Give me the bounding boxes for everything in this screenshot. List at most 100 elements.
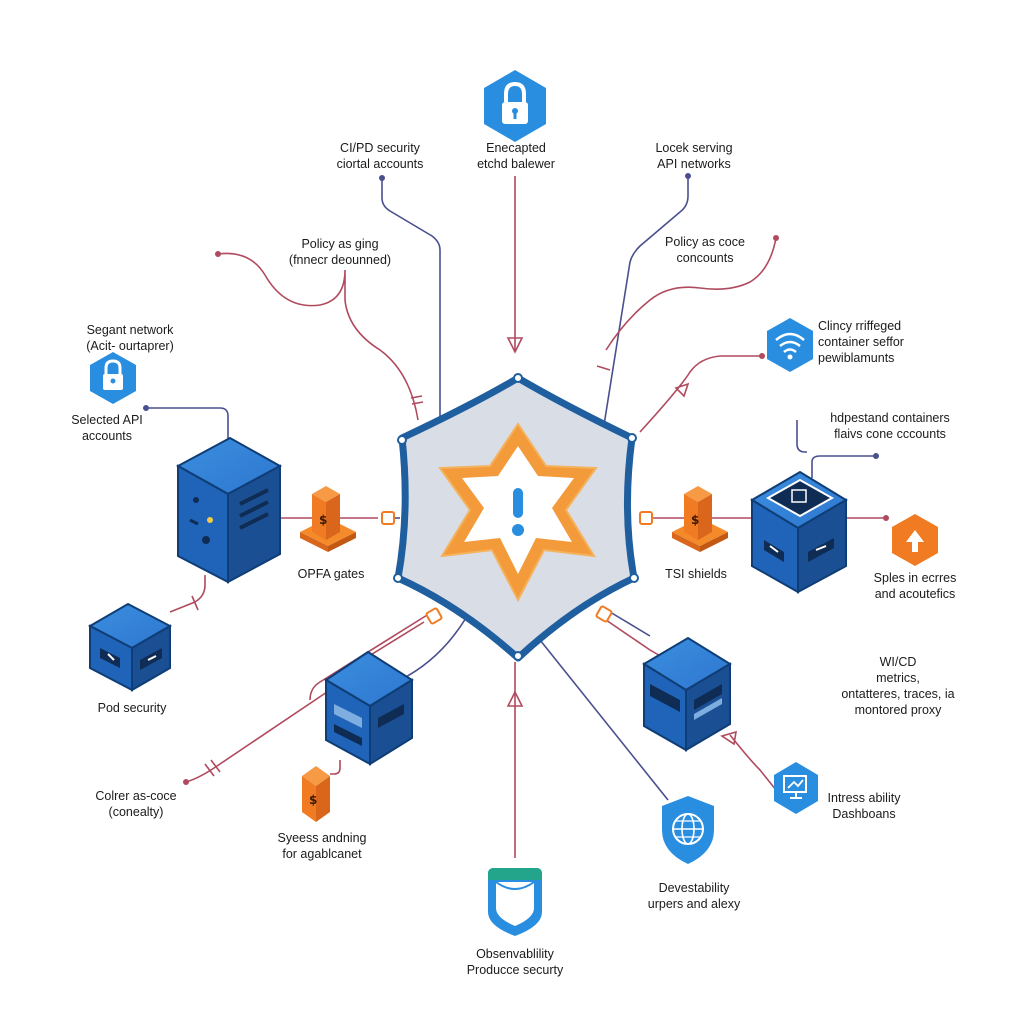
observability-badge-icon: [488, 868, 542, 936]
connector-clincy: [639, 355, 762, 433]
label-clincy-line2: container seffor: [818, 335, 904, 349]
label-observability-line1: Obsenvablility: [476, 947, 554, 961]
label-segment-line2: (Acit- ourtaprer): [86, 339, 174, 353]
hub-right-port: [639, 511, 653, 525]
node-selected-api: [143, 405, 149, 411]
label-sples: Sples in ecrres and acoutefics: [852, 570, 978, 602]
connector-hub-lower-left-c: [399, 617, 467, 681]
label-opa-line1: OPFA gates: [297, 567, 365, 581]
node-hdpestand: [873, 453, 879, 459]
tick-colrer: [204, 759, 221, 777]
node-colrer: [183, 779, 189, 785]
label-policy-code-line1: Policy as coce: [665, 235, 745, 249]
label-policy-code-line2: concounts: [676, 251, 734, 265]
connector-hub-lower-left: [309, 611, 433, 701]
hub-left-port: [381, 511, 395, 525]
label-cicd-line1: CI/PD security: [340, 141, 420, 155]
label-hdpestand: hdpestand containers flaivs cone cccount…: [812, 410, 968, 442]
connector-lines: [143, 173, 889, 858]
tick-policy-ging: [410, 395, 424, 405]
connector-cicd: [381, 178, 441, 430]
label-intress-line1: Intress ability: [827, 791, 901, 805]
hub-node-bottom: [513, 651, 523, 661]
padlock-icon: [484, 70, 546, 142]
label-policy-ging-line1: Policy as ging: [301, 237, 379, 251]
hub-node-tr: [627, 433, 637, 443]
label-wicd-line1: WI/CD: [879, 655, 917, 669]
label-wicd: WI/CD metrics, ontatteres, traces, ia mo…: [816, 654, 980, 718]
label-spess: Syeess andning for agablcanet: [254, 830, 390, 862]
connector-colrer: [185, 689, 331, 783]
label-pod-line1: Pod security: [97, 701, 167, 715]
label-spess-line1: Syeess andning: [277, 831, 367, 845]
globe-shield-icon: [662, 796, 714, 864]
server-rack-right-terminal: [750, 470, 848, 594]
dollar-gate-right: $: [672, 486, 728, 552]
label-policy-ging-line2: (fnnecr deounned): [288, 253, 392, 267]
label-clincy-line1: Clincy rriffeged: [818, 319, 902, 333]
server-rack-lower-right: [642, 636, 732, 752]
label-devestability-line2: urpers and alexy: [647, 897, 741, 911]
padlock-icon-left: [90, 352, 136, 404]
label-clincy-line3: pewiblamunts: [818, 351, 895, 365]
label-intress-line2: Dashboans: [832, 807, 896, 821]
connector-policy-ging: [217, 252, 419, 421]
node-clincy: [759, 353, 765, 359]
connector-intress: [729, 734, 777, 791]
label-selected-api-line1: Selected API: [71, 413, 143, 427]
label-cicd: CI/PD security ciortal accounts: [320, 140, 440, 172]
label-selected-api-line2: accounts: [81, 429, 133, 443]
exclamation-star-icon: [512, 488, 524, 536]
label-wicd-line4: montored proxy: [854, 703, 942, 717]
connector-policy-code: [605, 237, 777, 351]
label-selected-api: Selected API accounts: [52, 412, 162, 444]
connector-lock-serving: [603, 176, 689, 426]
tick-policy-code: [596, 365, 611, 371]
label-tsi: TSI shields: [656, 566, 736, 582]
central-hub: [381, 373, 653, 662]
hub-lower-right-port: [595, 605, 613, 623]
tick-server-down: [191, 595, 199, 611]
label-spess-line2: for agablcanet: [282, 847, 362, 861]
server-rack-lower-left: [324, 650, 414, 766]
label-policy-code: Policy as coce concounts: [640, 234, 770, 266]
connector-hdpestand: [796, 420, 807, 453]
label-wicd-line3: ontatteres, traces, ia: [841, 687, 955, 701]
hub-node-bl: [393, 573, 403, 583]
label-lock-serving-line2: API networks: [657, 157, 731, 171]
label-lock-serving-line1: Locek serving: [655, 141, 733, 155]
label-encrypted-line2: etchd balewer: [477, 157, 555, 171]
svg-text:$: $: [691, 513, 699, 527]
server-rack-pod: [87, 602, 173, 692]
label-lock-serving: Locek serving API networks: [632, 140, 756, 172]
dollar-gate-lower: $: [302, 766, 330, 822]
svg-text:$: $: [319, 513, 327, 527]
label-colrer-line1: Colrer as-coce: [95, 789, 177, 803]
connector-server-down: [169, 575, 206, 613]
label-hdpestand-line2: flaivs cone cccounts: [834, 427, 946, 441]
label-colrer-line2: (conealty): [108, 805, 164, 819]
label-devestability-line1: Devestability: [658, 881, 730, 895]
label-pod: Pod security: [80, 700, 184, 716]
arrow-encrypted: [506, 337, 524, 354]
label-policy-ging: Policy as ging (fnnecr deounned): [270, 236, 410, 268]
label-colrer: Colrer as-coce (conealty): [76, 788, 196, 820]
connector-selected-api: [146, 407, 229, 440]
label-opa: OPFA gates: [286, 566, 376, 582]
label-wicd-line2: metrics,: [876, 671, 920, 685]
hub-node-tl: [397, 435, 407, 445]
label-observability-line2: Producce securty: [466, 963, 564, 977]
label-tsi-line1: TSI shields: [665, 567, 727, 581]
node-policy-code: [773, 235, 779, 241]
connector-hub-devest: [539, 639, 669, 801]
label-segment: Segant network (Acit- ourtaprer): [60, 322, 200, 354]
label-encrypted-line1: Enecapted: [486, 141, 546, 155]
arrow-up-hexagon-icon: [892, 514, 938, 566]
node-lock-serving: [685, 173, 691, 179]
monitor-dashboard-icon: [774, 762, 818, 814]
arrow-observability: [506, 690, 524, 707]
label-sples-line1: Sples in ecrres: [873, 571, 957, 585]
label-segment-line1: Segant network: [86, 323, 174, 337]
wifi-shield-icon: [767, 318, 813, 372]
